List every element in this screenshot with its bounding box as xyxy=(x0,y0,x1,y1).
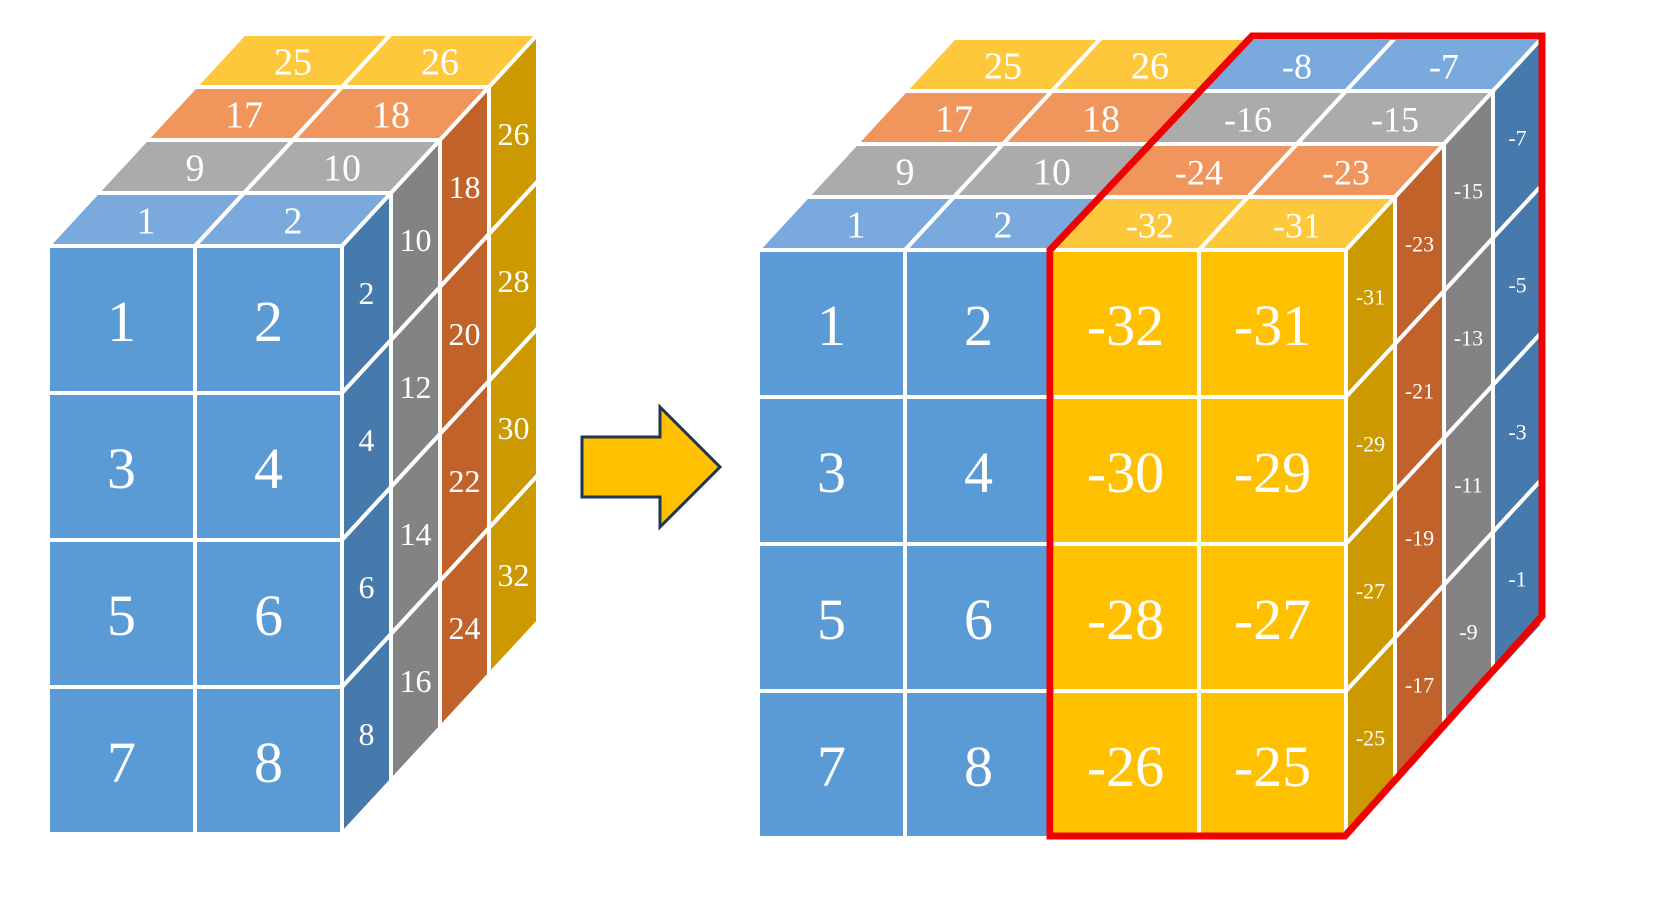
top-face-label: -16 xyxy=(1224,100,1272,140)
highlight-outline-shape xyxy=(1046,32,1546,840)
front-face-label: 8 xyxy=(964,734,993,799)
side-face-label: 4 xyxy=(359,422,375,458)
side-face-label: -23 xyxy=(1405,232,1434,257)
front-face-label: 3 xyxy=(107,436,136,501)
top-face-label: -15 xyxy=(1371,100,1419,140)
top-face-label: -24 xyxy=(1175,153,1223,193)
top-face-label: 26 xyxy=(421,42,459,84)
front-face-label: -26 xyxy=(1087,734,1164,799)
front-face-label: 1 xyxy=(107,289,136,354)
right-arrow-shape xyxy=(580,403,723,531)
top-face-label: -8 xyxy=(1282,47,1312,87)
side-face-label: -19 xyxy=(1405,526,1434,551)
side-face-label: 10 xyxy=(400,222,432,258)
top-face-label: 25 xyxy=(984,46,1022,88)
highlight-outline xyxy=(1046,32,1546,840)
side-face-label: 18 xyxy=(449,169,481,205)
side-face-label: -15 xyxy=(1454,179,1483,204)
top-face-label: 1 xyxy=(847,205,866,247)
top-face-label: -31 xyxy=(1273,206,1321,246)
front-face-label: 7 xyxy=(817,734,846,799)
side-face-label: -27 xyxy=(1356,579,1385,604)
top-face-label: 9 xyxy=(896,152,915,194)
side-face-label: -25 xyxy=(1356,726,1385,751)
top-face-label: 1 xyxy=(137,201,156,243)
top-face-label: -23 xyxy=(1322,153,1370,193)
side-face-label: 24 xyxy=(449,610,481,646)
top-face-label: 17 xyxy=(935,99,973,141)
top-face-label: -32 xyxy=(1126,206,1174,246)
side-face-label: 22 xyxy=(449,463,481,499)
side-face-label: -3 xyxy=(1508,420,1526,445)
side-face-label: -29 xyxy=(1356,432,1385,457)
front-face-label: -32 xyxy=(1087,293,1164,358)
side-face-label: -17 xyxy=(1405,673,1434,698)
top-face-label: -7 xyxy=(1429,47,1459,87)
side-face-label: -5 xyxy=(1508,273,1526,298)
side-face-label: -7 xyxy=(1508,126,1526,151)
side-face-label: 20 xyxy=(449,316,481,352)
front-face-label: -27 xyxy=(1234,587,1311,652)
side-face-label: -9 xyxy=(1459,620,1477,645)
front-face-label: 2 xyxy=(254,289,283,354)
side-face-label: -21 xyxy=(1405,379,1434,404)
front-face-label: 6 xyxy=(964,587,993,652)
front-face-label: 5 xyxy=(107,583,136,648)
front-face-cell xyxy=(193,685,344,836)
side-face-label: 16 xyxy=(400,663,432,699)
top-face-label: 18 xyxy=(1082,99,1120,141)
side-face-label: 2 xyxy=(359,275,375,311)
side-face-label: -1 xyxy=(1508,567,1526,592)
side-face-label: 28 xyxy=(498,263,530,299)
side-face-label: 32 xyxy=(498,557,530,593)
top-face-label: 26 xyxy=(1131,46,1169,88)
side-face-label: -31 xyxy=(1356,285,1385,310)
top-face-label: 10 xyxy=(1033,152,1071,194)
side-face-label: 8 xyxy=(359,716,375,752)
side-face-label: 30 xyxy=(498,410,530,446)
front-face-label: 3 xyxy=(817,440,846,505)
front-face-label: 5 xyxy=(817,587,846,652)
top-face-label: 2 xyxy=(284,201,303,243)
front-face-label: 4 xyxy=(254,436,283,501)
front-face-label: 8 xyxy=(254,730,283,795)
top-face-label: 25 xyxy=(274,42,312,84)
side-face-label: 26 xyxy=(498,116,530,152)
side-face-label: -11 xyxy=(1454,473,1483,498)
side-face-label: 12 xyxy=(400,369,432,405)
side-face-label: 14 xyxy=(400,516,432,552)
front-face-label: 2 xyxy=(964,293,993,358)
front-face-label: -28 xyxy=(1087,587,1164,652)
side-face-label: -13 xyxy=(1454,326,1483,351)
front-face-label: 4 xyxy=(964,440,993,505)
top-face-label: 17 xyxy=(225,95,263,137)
top-face-label: 10 xyxy=(323,148,361,190)
top-face-label: 2 xyxy=(994,205,1013,247)
front-face-label: -29 xyxy=(1234,440,1311,505)
front-face-label: 1 xyxy=(817,293,846,358)
side-face-label: 6 xyxy=(359,569,375,605)
front-face-label: 6 xyxy=(254,583,283,648)
front-face-label: 7 xyxy=(107,730,136,795)
front-face-label: -30 xyxy=(1087,440,1164,505)
top-face-label: 9 xyxy=(186,148,205,190)
top-face-label: 18 xyxy=(372,95,410,137)
right-arrow-icon xyxy=(580,403,723,531)
front-face-label: -31 xyxy=(1234,293,1311,358)
front-face-label: -25 xyxy=(1234,734,1311,799)
